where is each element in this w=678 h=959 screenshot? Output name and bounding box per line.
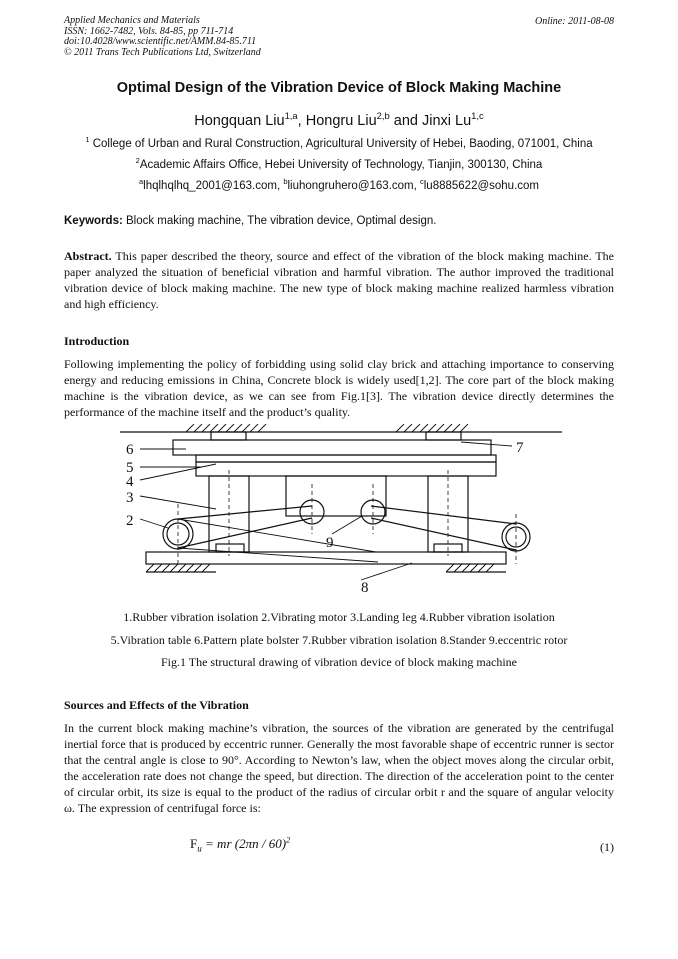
figure-label-7: 7 bbox=[516, 440, 524, 456]
email-text: lhqlhqlhq_2001@163.com, bbox=[143, 180, 284, 192]
lower-belt bbox=[177, 518, 379, 563]
author-line: Hongquan Liu1,a, Hongru Liu2,b and Jinxi… bbox=[40, 110, 638, 129]
sources-text: In the current block making machine’s vi… bbox=[64, 721, 614, 815]
journal-header: Applied Mechanics and Materials ISSN: 16… bbox=[64, 15, 444, 58]
centre-lines bbox=[177, 470, 517, 564]
equation-lhs-sub: u bbox=[197, 843, 202, 854]
top-rubber-isolation-left bbox=[210, 431, 247, 441]
doi-line: doi:10.4028/www.scientific.net/AMM.84-85… bbox=[64, 36, 257, 47]
pattern-plate-bolster bbox=[172, 439, 492, 456]
author-separator: and bbox=[389, 113, 422, 129]
keywords-text: Block making machine, The vibration devi… bbox=[122, 215, 437, 227]
introduction-text: Following implementing the policy of for… bbox=[64, 357, 614, 419]
eccentric-rotor-housing bbox=[285, 475, 387, 517]
paper-title: Optimal Design of the Vibration Device o… bbox=[116, 80, 562, 96]
email-sup: a bbox=[138, 177, 144, 187]
affiliation-1: 1 College of Urban and Rural Constructio… bbox=[40, 135, 638, 150]
affiliation-sup: 1 bbox=[85, 135, 90, 145]
rubber-isolation-strip bbox=[195, 454, 497, 463]
figure-label-2: 2 bbox=[126, 513, 134, 529]
stander-base bbox=[145, 551, 507, 565]
figure-label-8: 8 bbox=[361, 580, 369, 596]
figure-caption-legend-2: 5.Vibration table 6.Pattern plate bolste… bbox=[110, 633, 568, 647]
equation-lhs: F bbox=[190, 836, 198, 851]
affiliation-sup: 2 bbox=[135, 156, 140, 166]
author-name: Jinxi Lu bbox=[421, 113, 472, 129]
figure-label-4: 4 bbox=[126, 474, 134, 490]
journal-name: Applied Mechanics and Materials bbox=[64, 15, 200, 26]
vibration-table bbox=[195, 461, 497, 477]
leader-lines bbox=[139, 441, 513, 581]
motor-inner-left bbox=[166, 522, 190, 546]
motor-inner-right bbox=[505, 526, 527, 548]
issn-line: ISSN: 1662-7482, Vols. 84-85, pp 711-714 bbox=[64, 25, 234, 37]
figure-caption-title: Fig.1 The structural drawing of vibratio… bbox=[160, 655, 517, 669]
figure-label-5: 5 bbox=[126, 460, 134, 476]
abstract-label: Abstract. bbox=[64, 249, 112, 263]
online-date: Online: 2011-08-08 bbox=[535, 16, 614, 27]
abstract: Abstract. This paper described the theor… bbox=[64, 248, 614, 312]
author-name: Hongquan Liu bbox=[194, 113, 285, 129]
email-line: alhqlhqlhq_2001@163.com, bliuhongruhero@… bbox=[40, 177, 638, 192]
figure-caption-legend-1: 1.Rubber vibration isolation 2.Vibrating… bbox=[123, 610, 555, 624]
author-sup: 1,c bbox=[471, 110, 484, 122]
email-sup: c bbox=[420, 177, 424, 187]
figure-label-9: 9 bbox=[326, 535, 334, 551]
email-text: liuhongruhero@163.com, bbox=[287, 180, 421, 192]
abstract-text: This paper described the theory, source … bbox=[64, 249, 614, 311]
author-sup: 2,b bbox=[376, 110, 390, 122]
section-heading-introduction: Introduction bbox=[64, 334, 130, 348]
vibration-device-figure: 6 5 4 3 2 7 9 8 bbox=[120, 424, 562, 596]
affiliation-text: College of Urban and Rural Construction,… bbox=[89, 138, 593, 150]
affiliation-2: 2Academic Affairs Office, Hebei Universi… bbox=[40, 156, 638, 171]
email-text: lu8885622@sohu.com bbox=[423, 180, 540, 192]
author-separator: , bbox=[297, 113, 306, 129]
keywords: Keywords: Block making machine, The vibr… bbox=[64, 215, 436, 227]
drive-belts bbox=[177, 505, 517, 551]
bottom-hatching bbox=[145, 563, 495, 573]
equation-1: Fu = mr (2πn / 60)2 bbox=[190, 834, 291, 854]
author-name: Hongru Liu bbox=[305, 113, 377, 129]
figure-label-3: 3 bbox=[126, 490, 134, 506]
equation-rhs: = mr (2πn / 60) bbox=[201, 836, 287, 851]
top-hatching bbox=[185, 424, 469, 433]
equation-power: 2 bbox=[286, 834, 291, 845]
section-heading-sources: Sources and Effects of the Vibration bbox=[64, 698, 249, 712]
copyright-line: © 2011 Trans Tech Publications Ltd, Swit… bbox=[64, 46, 261, 58]
author-sup: 1,a bbox=[284, 110, 298, 122]
keywords-label: Keywords: bbox=[64, 215, 123, 227]
affiliation-text: Academic Affairs Office, Hebei Universit… bbox=[139, 159, 543, 171]
bottom-rubber-isolation-left bbox=[215, 543, 245, 553]
top-rubber-isolation-right bbox=[425, 431, 462, 441]
figure-label-6: 6 bbox=[126, 442, 134, 458]
email-sup: b bbox=[283, 177, 288, 187]
equation-number: (1) bbox=[600, 840, 614, 854]
